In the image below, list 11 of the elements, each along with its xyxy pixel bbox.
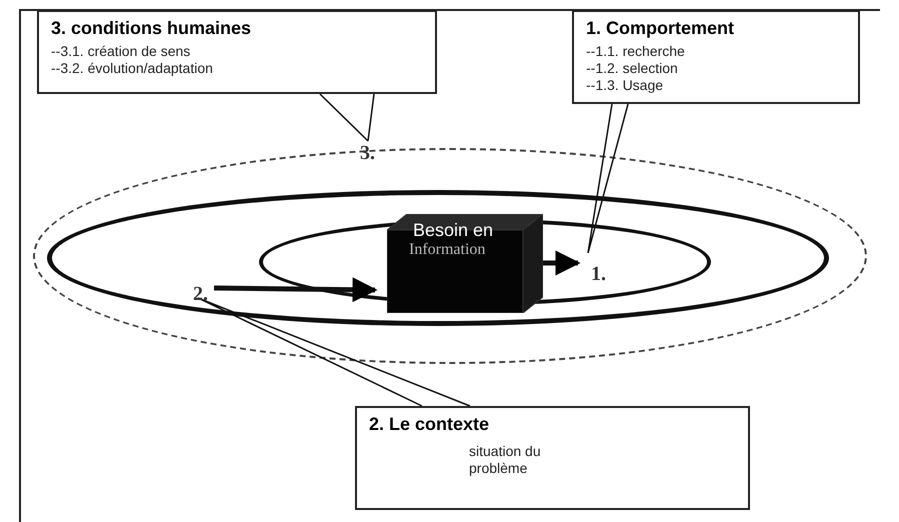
- callout-box: 1. Comportement --1.1. recherche --1.2. selection --1.3. Usage: [572, 10, 860, 104]
- callout-box: 3. conditions humaines --3.1. création de sens --3.2. évolution/adaptation: [37, 10, 437, 94]
- callout-number: 2.: [193, 283, 219, 305]
- cube-label: Besoin en: [412, 219, 494, 241]
- ellipse-ring: [47, 190, 829, 326]
- callout-box: 2. Le contexte situation du problème: [355, 406, 750, 510]
- arrow: [214, 277, 378, 302]
- cube-label: Information: [408, 241, 486, 259]
- leader-line: [319, 93, 375, 142]
- leader-line: [587, 103, 629, 254]
- callout-number: 1.: [591, 263, 615, 285]
